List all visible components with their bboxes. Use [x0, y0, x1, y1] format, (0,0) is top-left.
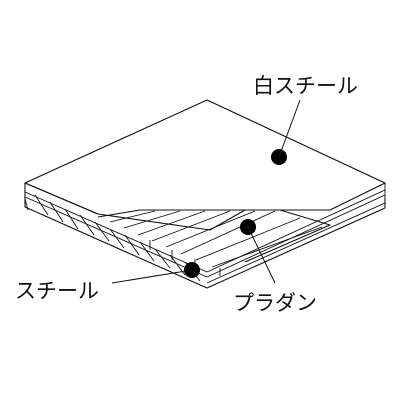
label-core: プラダン [233, 291, 317, 315]
label-white-steel: 白スチール [253, 74, 358, 98]
callout-steel: スチール [15, 262, 200, 303]
white-steel-top-sheet [24, 99, 386, 231]
panel-right-face [206, 183, 386, 284]
label-steel: スチール [15, 279, 99, 303]
callout-core: プラダン [233, 219, 317, 315]
corrugated-core-left-face [24, 191, 208, 282]
callout-white-steel: 白スチール [253, 74, 358, 165]
